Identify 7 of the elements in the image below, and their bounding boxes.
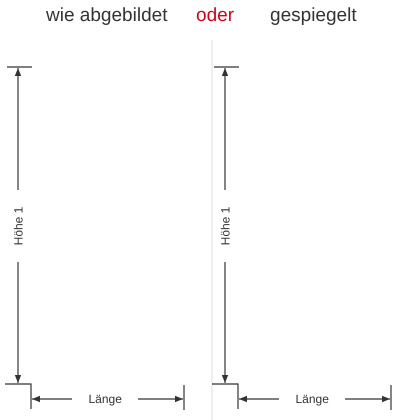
dimension-label: Länge [296,393,329,405]
dimension-label: Höhe 1 [12,206,24,246]
dimension-label: Höhe 1 [218,206,231,246]
heading-text: oder [196,6,234,25]
heading-text: gespiegelt [270,6,357,25]
dimension-label: Länge [88,393,122,405]
heading-text: wie abgebildet [46,6,168,25]
